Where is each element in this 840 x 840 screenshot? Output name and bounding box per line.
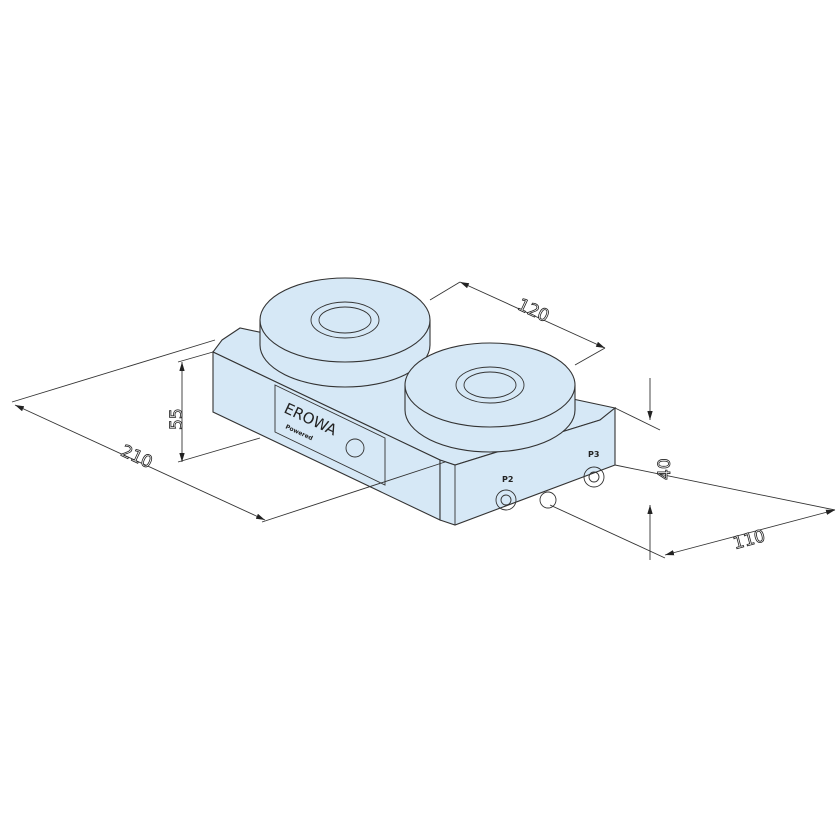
dim-40: 40 bbox=[655, 458, 675, 480]
logo-icon bbox=[345, 438, 365, 458]
chuck-left bbox=[259, 277, 431, 388]
chuck-right bbox=[404, 342, 576, 453]
dim-55: 55 bbox=[167, 408, 187, 430]
dim-110: 110 bbox=[731, 526, 768, 554]
port-p2-label: P2 bbox=[502, 475, 513, 484]
ports: P2 P3 bbox=[495, 450, 605, 511]
dim-210: 210 bbox=[117, 441, 155, 473]
dim-120: 120 bbox=[514, 295, 552, 327]
port-p3-label: P3 bbox=[588, 450, 599, 459]
